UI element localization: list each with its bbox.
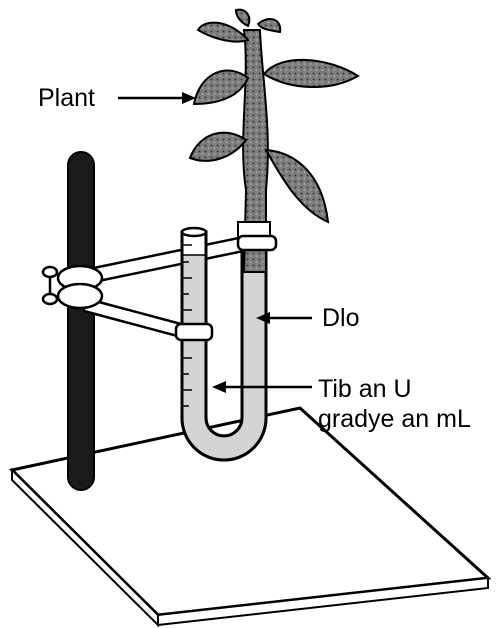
svg-text:gradye an mL: gradye an mL <box>318 405 471 433</box>
plant-leaves <box>190 10 358 222</box>
rod-clamp <box>43 266 102 308</box>
support-rod <box>68 152 94 490</box>
svg-text:Tib an U: Tib an U <box>318 375 412 403</box>
tube-clamp-band <box>176 324 212 340</box>
label-water: Dlo <box>256 304 360 332</box>
clamp-arms <box>84 234 258 341</box>
label-plant: Plant <box>38 84 196 112</box>
svg-text:Dlo: Dlo <box>322 304 360 332</box>
plant <box>190 10 358 272</box>
svg-text:Plant: Plant <box>38 84 95 112</box>
stopper-band <box>238 236 276 250</box>
